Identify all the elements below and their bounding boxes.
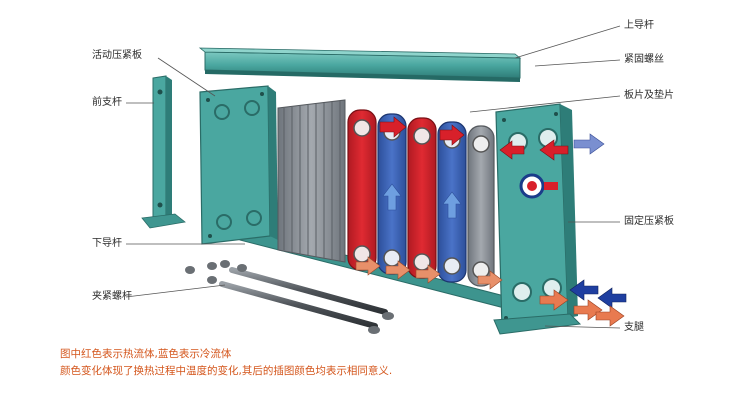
hot-inlet-arrow-2-icon [539,139,569,161]
mixed-arrow-4-icon [477,270,503,290]
mixed-arrow-2-icon [385,260,411,280]
hot-inlet-arrow-3-icon [499,140,525,160]
cold-up-arrow-1-icon [382,183,402,211]
hot-inlet-arrow-icon [379,116,407,138]
label-movable-plate: 活动压紧板 [92,50,142,61]
gray-plate-end [467,125,495,287]
manufacturer-logo-icon [519,173,558,199]
label-fastening-bolt: 紧固螺丝 [624,54,664,65]
movable-pressure-plate [199,85,278,245]
fixed-pressure-plate [495,103,578,329]
plate-pack-gray [277,99,346,263]
warm-out-arrow-1-icon [539,289,569,311]
clamping-bolts [185,260,394,334]
label-plates-gaskets: 板片及垫片 [624,90,674,101]
warm-out-arrow-2-icon [573,299,603,321]
support-leg [493,313,582,335]
label-upper-guide-bar: 上导杆 [624,20,654,31]
mixed-arrow-1-icon [355,256,381,276]
caption-line-1: 图中红色表示热流体,蓝色表示冷流体 [60,348,232,360]
hot-plate-1 [347,109,377,271]
label-clamping-bolt: 夹紧螺杆 [92,291,132,302]
upper-guide-bar [198,47,522,82]
cold-up-arrow-2-icon [442,191,462,219]
mixed-arrow-3-icon [415,264,441,284]
label-lower-guide-bar: 下导杆 [92,238,122,249]
warm-out-arrow-3-icon [595,305,625,327]
caption-line-2: 颜色变化体现了换热过程中温度的变化,其后的插图颜色均表示相同意义. [60,365,393,377]
flow-arrows [355,116,627,327]
leader-lines [125,25,621,329]
cold-inlet-arrow-2-icon [597,287,627,309]
label-front-support: 前支杆 [92,97,122,108]
label-support-leg: 支腿 [624,322,644,333]
front-support-bar [141,75,186,229]
cold-inlet-arrow-1-icon [569,279,599,301]
hot-flow-arrow-icon [439,124,465,146]
cold-out-arrow-icon [573,133,605,155]
label-fixed-plate: 固定压紧板 [624,216,674,227]
hot-plate-2 [407,117,437,279]
